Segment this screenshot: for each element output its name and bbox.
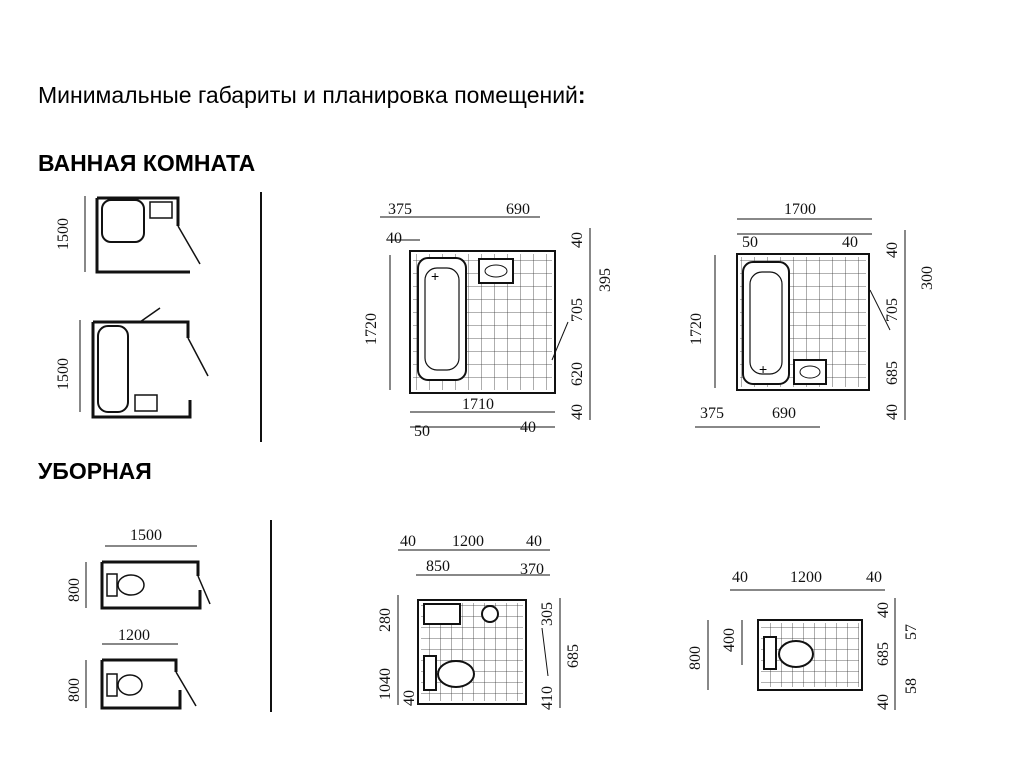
dim-b4-40-right-bottom: 40 xyxy=(884,404,901,420)
dim-b3-690: 690 xyxy=(506,201,530,218)
washbasin-icon xyxy=(793,359,827,385)
dim-t3-305: 305 xyxy=(539,602,556,626)
dim-b1-1500: 1500 xyxy=(55,218,72,250)
dim-b3-395: 395 xyxy=(597,268,614,292)
dim-t3-370: 370 xyxy=(520,561,544,578)
svg-text:+: + xyxy=(431,268,439,284)
dim-t4-40-right: 40 xyxy=(866,569,882,586)
dim-t3-40-left: 40 xyxy=(401,690,418,706)
dim-t4-685: 685 xyxy=(875,642,892,666)
dim-t4-58: 58 xyxy=(903,678,920,694)
dim-b3-40-right-bottom: 40 xyxy=(569,404,586,420)
dim-b4-1720: 1720 xyxy=(688,313,705,345)
dim-t4-40-left: 40 xyxy=(732,569,748,586)
dim-b4-1700: 1700 xyxy=(784,201,816,218)
toilet-plan-small-2: 1200 800 xyxy=(66,627,197,710)
heading-text: Минимальные габариты и планировка помеще… xyxy=(38,82,578,108)
shower-tray-icon xyxy=(101,199,145,243)
dim-b4-690: 690 xyxy=(772,405,796,422)
dim-b3-375: 375 xyxy=(388,201,412,218)
dim-t3-850: 850 xyxy=(426,558,450,575)
bathroom-plan-tiled-1: + 375 690 40 1720 40 395 705 620 40 1710… xyxy=(363,201,614,440)
dim-t4-40-right-bottom: 40 xyxy=(875,694,892,710)
dim-t3-685: 685 xyxy=(565,644,582,668)
dim-b2-1500: 1500 xyxy=(55,358,72,390)
dim-t4-1200: 1200 xyxy=(790,569,822,586)
toilet-bowl-icon xyxy=(117,574,145,596)
toilet-bowl-icon xyxy=(778,640,814,668)
dim-t4-800: 800 xyxy=(687,646,704,670)
bathtub-icon xyxy=(417,257,467,381)
washbasin-icon xyxy=(134,394,158,412)
dim-t4-40-right-top: 40 xyxy=(875,602,892,618)
dim-t3-40-top-left: 40 xyxy=(400,533,416,550)
dim-b4-40: 40 xyxy=(842,234,858,251)
dim-b4-40-right: 40 xyxy=(884,242,901,258)
dim-b3-1720: 1720 xyxy=(363,313,380,345)
dim-t3-280: 280 xyxy=(377,608,394,632)
bathtub-icon xyxy=(742,261,790,385)
bathroom-plan-small-1: 1500 xyxy=(55,196,201,274)
toilet-plan-tiled-1: 40 1200 40 850 370 280 1040 40 305 685 4… xyxy=(377,533,582,710)
dim-b4-50: 50 xyxy=(742,234,758,251)
dim-t1-1500: 1500 xyxy=(130,527,162,544)
dim-b3-1710: 1710 xyxy=(462,396,494,413)
dim-t1-800: 800 xyxy=(66,578,83,602)
dim-b4-300: 300 xyxy=(919,266,936,290)
bathroom-plan-tiled-2: + 1700 50 40 1720 40 300 705 685 40 375 … xyxy=(688,201,936,428)
dim-t2-800: 800 xyxy=(66,678,83,702)
section-toilet-title: УБОРНАЯ xyxy=(38,458,152,484)
dim-b3-50: 50 xyxy=(414,423,430,440)
dim-b3-620: 620 xyxy=(569,362,586,386)
heading-colon: : xyxy=(577,82,586,108)
dim-b4-705: 705 xyxy=(884,298,901,322)
dim-b4-685: 685 xyxy=(884,361,901,385)
svg-text:+: + xyxy=(759,361,767,377)
dim-t3-1200: 1200 xyxy=(452,533,484,550)
toilet-bowl-icon xyxy=(437,660,475,688)
toilet-plan-tiled-2: 40 1200 40 800 400 40 57 685 58 40 xyxy=(687,569,920,710)
dim-b4-375: 375 xyxy=(700,405,724,422)
bathtub-icon xyxy=(97,325,129,413)
page-heading: Минимальные габариты и планировка помеще… xyxy=(38,82,586,109)
dim-b3-705: 705 xyxy=(569,298,586,322)
dim-b3-40-right: 40 xyxy=(569,232,586,248)
dim-t4-400: 400 xyxy=(721,628,738,652)
washbasin-icon xyxy=(149,201,173,219)
dim-t3-410: 410 xyxy=(539,686,556,710)
dim-t4-57: 57 xyxy=(903,624,920,640)
dim-t3-1040: 1040 xyxy=(377,668,394,700)
dim-b3-40-top: 40 xyxy=(386,230,402,247)
toilet-plan-small-1: 1500 800 xyxy=(66,527,211,610)
toilet-bowl-icon xyxy=(117,674,143,696)
washbasin-icon xyxy=(478,258,514,284)
washbasin-icon xyxy=(423,603,461,625)
dim-t3-40-top-right: 40 xyxy=(526,533,542,550)
bathroom-plan-small-2: 1500 xyxy=(55,307,209,419)
dim-b3-40-bottom: 40 xyxy=(520,419,536,436)
dim-t2-1200: 1200 xyxy=(118,627,150,644)
section-bathroom-title: ВАННАЯ КОМНАТА xyxy=(38,150,256,176)
